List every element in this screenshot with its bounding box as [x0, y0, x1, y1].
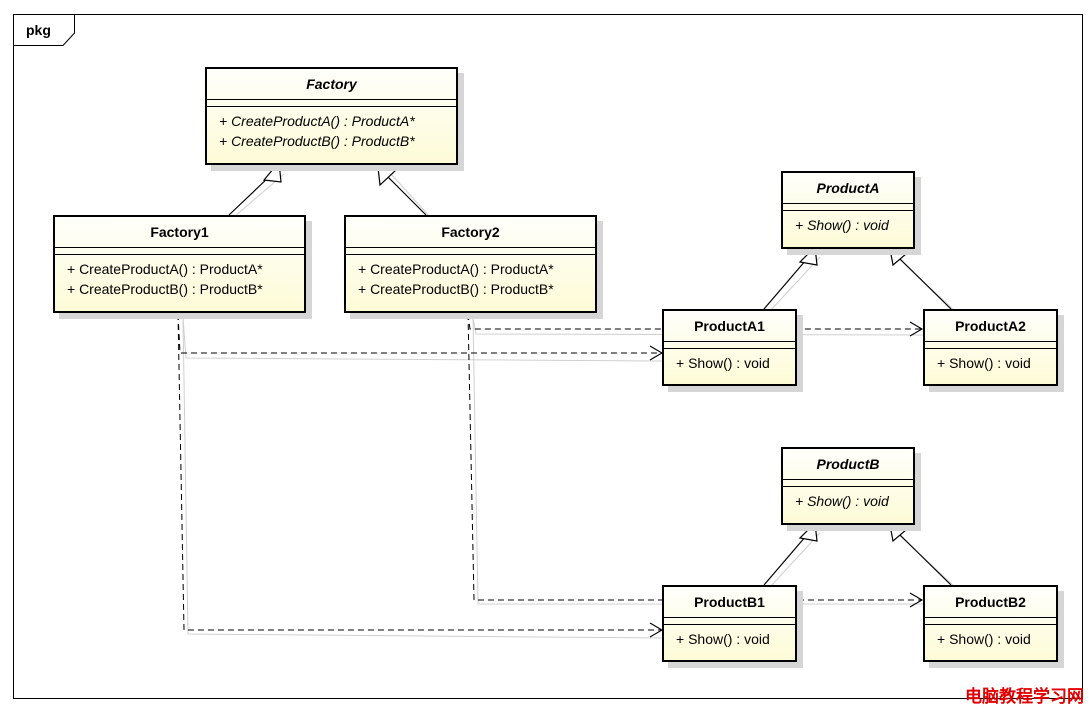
operation: + CreateProductA() : ProductA* — [358, 261, 554, 277]
operation: + CreateProductA() : ProductA* — [219, 113, 415, 129]
operations-compartment: + Show() : void — [783, 486, 913, 511]
operation: + Show() : void — [937, 355, 1031, 371]
operation: + CreateProductA() : ProductA* — [67, 261, 263, 277]
operation: + Show() : void — [795, 217, 889, 233]
watermark-text: 电脑教程学习网 — [965, 687, 1084, 707]
generalization-productA1-productA — [763, 245, 818, 310]
class-factory1[interactable]: Factory1 + CreateProductA() : ProductA* … — [53, 215, 306, 313]
operation: + CreateProductB() : ProductB* — [219, 133, 415, 149]
attributes-compartment — [664, 617, 795, 624]
class-productA2[interactable]: ProductA2 + Show() : void — [923, 309, 1058, 386]
class-name: ProductB2 — [955, 594, 1026, 610]
operations-compartment: + Show() : void — [783, 210, 913, 235]
class-name: ProductA — [816, 180, 880, 196]
generalization-productA2-productA — [888, 242, 952, 310]
operations-compartment: + Show() : void — [925, 624, 1056, 649]
dependency-factory1-productA1 — [177, 313, 661, 354]
operations-compartment: + Show() : void — [925, 348, 1056, 373]
operations-compartment: + CreateProductA() : ProductA* + CreateP… — [207, 106, 456, 151]
generalization-productB2-productB — [888, 518, 952, 586]
class-name: ProductA1 — [694, 318, 765, 334]
operations-compartment: + CreateProductA() : ProductA* + CreateP… — [55, 254, 304, 299]
package-frame — [13, 14, 1083, 699]
operations-compartment: + Show() : void — [664, 624, 795, 649]
class-name: ProductB — [816, 456, 880, 472]
class-factory[interactable]: Factory + CreateProductA() : ProductA* +… — [205, 67, 458, 165]
class-productA[interactable]: ProductA + Show() : void — [781, 171, 915, 249]
attributes-compartment — [55, 247, 304, 254]
operation: + Show() : void — [795, 493, 889, 509]
generalization-factory2-factory — [376, 157, 427, 216]
class-productA1[interactable]: ProductA1 + Show() : void — [662, 309, 797, 386]
operations-compartment: + CreateProductA() : ProductA* + CreateP… — [346, 254, 595, 299]
operation: + CreateProductB() : ProductB* — [67, 281, 263, 297]
class-name: ProductB1 — [694, 594, 765, 610]
arrowhead-productA2 — [909, 321, 924, 337]
attributes-compartment — [346, 247, 595, 254]
attributes-compartment — [783, 203, 913, 210]
attributes-compartment — [925, 617, 1056, 624]
class-factory2[interactable]: Factory2 + CreateProductA() : ProductA* … — [344, 215, 597, 313]
generalization-factory1-factory — [228, 160, 282, 216]
attributes-compartment — [925, 341, 1056, 348]
class-name: Factory2 — [441, 224, 500, 240]
operations-compartment: + Show() : void — [664, 348, 795, 373]
class-name: Factory1 — [150, 224, 209, 240]
class-productB2[interactable]: ProductB2 + Show() : void — [923, 585, 1058, 662]
class-name: Factory — [306, 76, 357, 92]
arrowhead-productB2 — [909, 592, 924, 608]
operation: + Show() : void — [676, 631, 770, 647]
dependency-factory2-productA2 — [467, 313, 922, 330]
class-productB[interactable]: ProductB + Show() : void — [781, 447, 915, 525]
package-label: pkg — [26, 22, 51, 38]
operation: + Show() : void — [676, 355, 770, 371]
generalization-productB1-productB — [763, 521, 818, 586]
class-name: ProductA2 — [955, 318, 1026, 334]
attributes-compartment — [207, 99, 456, 106]
package-tab — [13, 14, 75, 46]
attributes-compartment — [783, 479, 913, 486]
operation: + Show() : void — [937, 631, 1031, 647]
operation: + CreateProductB() : ProductB* — [358, 281, 554, 297]
dependency-factory1-productB1 — [177, 313, 661, 631]
class-productB1[interactable]: ProductB1 + Show() : void — [662, 585, 797, 662]
attributes-compartment — [664, 341, 795, 348]
